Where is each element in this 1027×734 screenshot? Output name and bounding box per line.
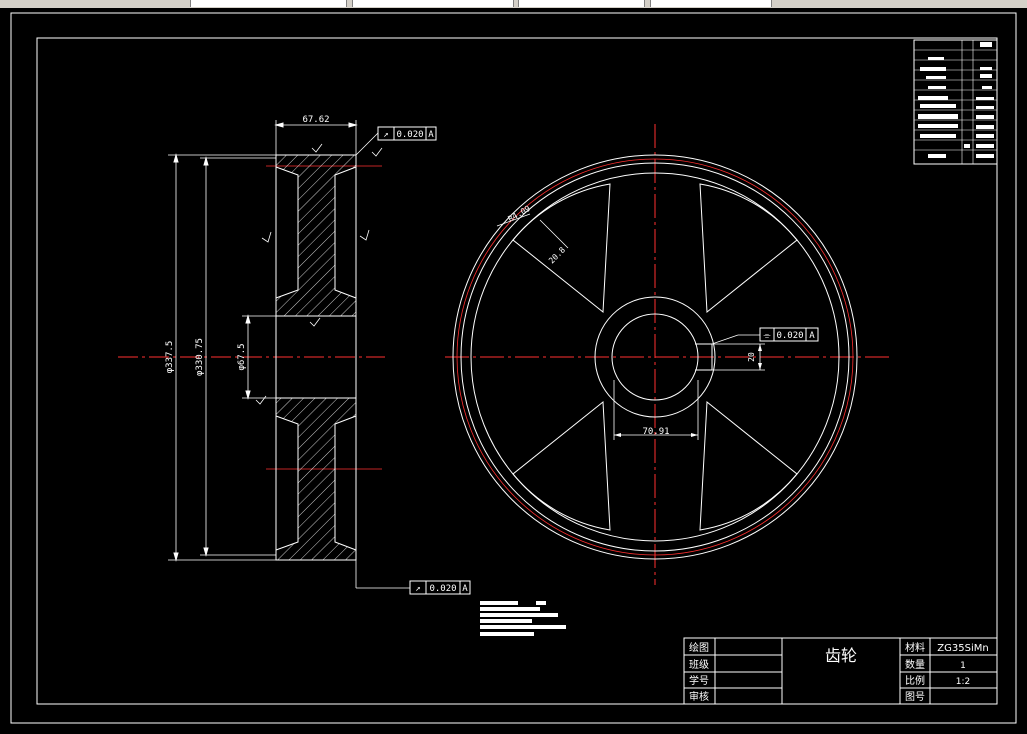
gear-drawing: 67.62 φ337.5 φ330.75 φ67.5 ↗ 0.020 A ↗ 0… [10, 12, 1017, 724]
bore-dia-dimension: φ67.5 [237, 343, 247, 370]
spoke-dimension: 20.8 [547, 245, 567, 265]
drawing-title: 齿轮 [825, 646, 857, 665]
title-row-label: 绘图 [689, 641, 709, 654]
front-view [445, 124, 890, 585]
tolerance-frame-top: ↗ 0.020 A [377, 126, 437, 141]
width-dimension: 67.62 [302, 115, 329, 125]
material-label: 材料 [905, 641, 925, 654]
symmetry-icon: ⌯ [763, 331, 771, 341]
scale-value: 1:2 [956, 677, 970, 687]
parameter-table [913, 39, 998, 165]
keyway-width-dimension: 70.91 [642, 427, 669, 437]
svg-text:0.020: 0.020 [776, 331, 803, 341]
quantity-label: 数量 [905, 658, 925, 671]
material-value: ZG35SiMn [937, 643, 988, 654]
inner-dia-dimension: φ330.75 [195, 338, 205, 376]
runout-icon: ↗ [415, 584, 420, 594]
title-row-label: 班级 [689, 659, 709, 671]
runout-icon: ↗ [383, 130, 388, 140]
title-block [683, 637, 998, 705]
outer-dia-dimension: φ337.5 [165, 341, 175, 374]
section-view [118, 120, 410, 589]
svg-text:0.020: 0.020 [429, 584, 456, 594]
scale-label: 比例 [905, 674, 925, 687]
toolbar-tab[interactable] [352, 0, 514, 7]
title-row-label: 学号 [689, 674, 709, 687]
drawing-number-label: 图号 [905, 691, 925, 703]
svg-text:A: A [462, 584, 468, 594]
toolbar-tab[interactable] [518, 0, 645, 7]
inner-frame [36, 37, 998, 705]
svg-text:0.020: 0.020 [396, 130, 423, 140]
tolerance-frame-bottom: ↗ 0.020 A [409, 580, 471, 595]
svg-text:A: A [428, 130, 434, 140]
toolbar-tab[interactable] [650, 0, 772, 7]
cad-drawing-area[interactable]: 67.62 φ337.5 φ330.75 φ67.5 ↗ 0.020 A ↗ 0… [0, 8, 1027, 734]
quantity-value: 1 [960, 661, 966, 671]
svg-text:A: A [809, 331, 815, 341]
toolbar-tab[interactable] [190, 0, 347, 7]
keyway-depth-dimension: 20 [747, 352, 756, 362]
technical-notes [480, 601, 566, 636]
tolerance-frame-keyway: ⌯ 0.020 A [759, 327, 819, 342]
title-row-label: 审核 [689, 690, 709, 703]
outer-frame [10, 12, 1017, 724]
